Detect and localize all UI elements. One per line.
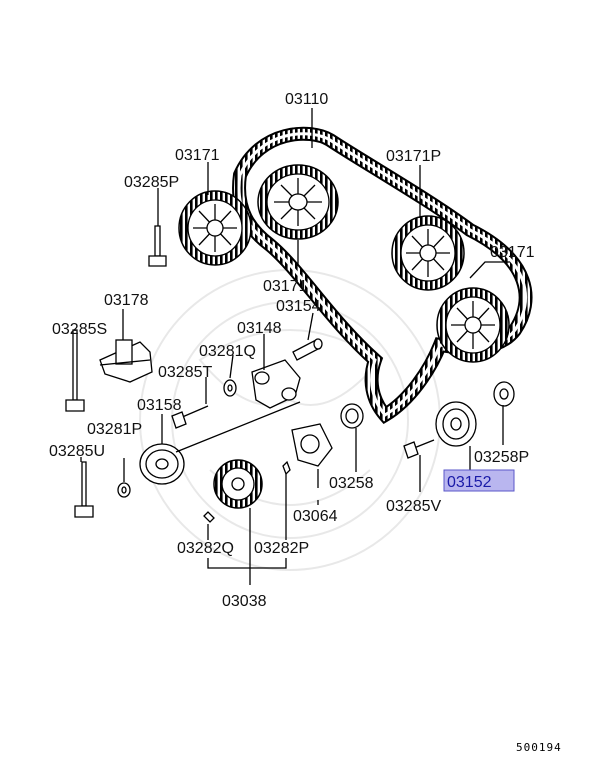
label-03285P: 03285P [124, 174, 179, 191]
leader-lines [74, 108, 510, 585]
label-03285T: 03285T [158, 364, 212, 381]
bolt-03285U [74, 461, 94, 518]
key-03282Q [203, 511, 215, 523]
label-03285S: 03285S [52, 321, 107, 338]
auto-tensioner-03178 [99, 339, 153, 383]
label-03178: 03178 [104, 292, 149, 309]
label-03038: 03038 [222, 593, 267, 610]
shaft-03154 [292, 338, 323, 361]
label-03154: 03154 [276, 298, 321, 315]
camshaft-sprocket-top [257, 164, 339, 240]
spacer-03258 [340, 403, 364, 429]
bolt-03285P [148, 225, 167, 267]
label-03171-right: 03171 [490, 244, 535, 261]
label-03152: 03152 [447, 474, 492, 491]
label-03064: 03064 [293, 508, 338, 525]
label-03281P: 03281P [87, 421, 142, 438]
label-03285V: 03285V [386, 498, 441, 515]
camshaft-sprocket-right-upper [391, 215, 465, 291]
label-03282Q: 03282Q [177, 540, 234, 557]
part-labels: 03110 03171 03285P 03171P 03171 03171 03… [49, 91, 535, 610]
label-03171-top: 03171 [175, 147, 220, 164]
tensioner-pulley-03158 [139, 443, 185, 485]
idler-pulley-03152 [435, 401, 477, 447]
label-03282P: 03282P [254, 540, 309, 557]
label-03258: 03258 [329, 475, 374, 492]
diagram-code: 500194 [516, 741, 562, 754]
camshaft-sprocket-left [178, 190, 252, 266]
highlight-box-03152 [443, 469, 515, 492]
flange-plate-03064 [291, 423, 333, 467]
crank-sprocket [213, 459, 263, 509]
key-03282P [282, 460, 291, 476]
label-03258P: 03258P [474, 449, 529, 466]
label-03281Q: 03281Q [199, 343, 256, 360]
bolt-03285T [171, 405, 209, 429]
tensioner-arm-03148 [251, 359, 301, 409]
label-03110: 03110 [285, 91, 328, 108]
label-03158: 03158 [137, 397, 182, 414]
camshaft-sprocket-right-lower [436, 287, 510, 363]
washer-03281Q [223, 379, 237, 397]
label-03285U: 03285U [49, 443, 105, 460]
label-03171P: 03171P [386, 148, 441, 165]
bolt-03285V [403, 439, 435, 459]
spacer-03258P [493, 381, 515, 407]
bolt-03285S [65, 329, 85, 412]
label-03148: 03148 [237, 320, 282, 337]
label-03171-mid: 03171 [263, 278, 308, 295]
washer-03281P [117, 482, 131, 498]
